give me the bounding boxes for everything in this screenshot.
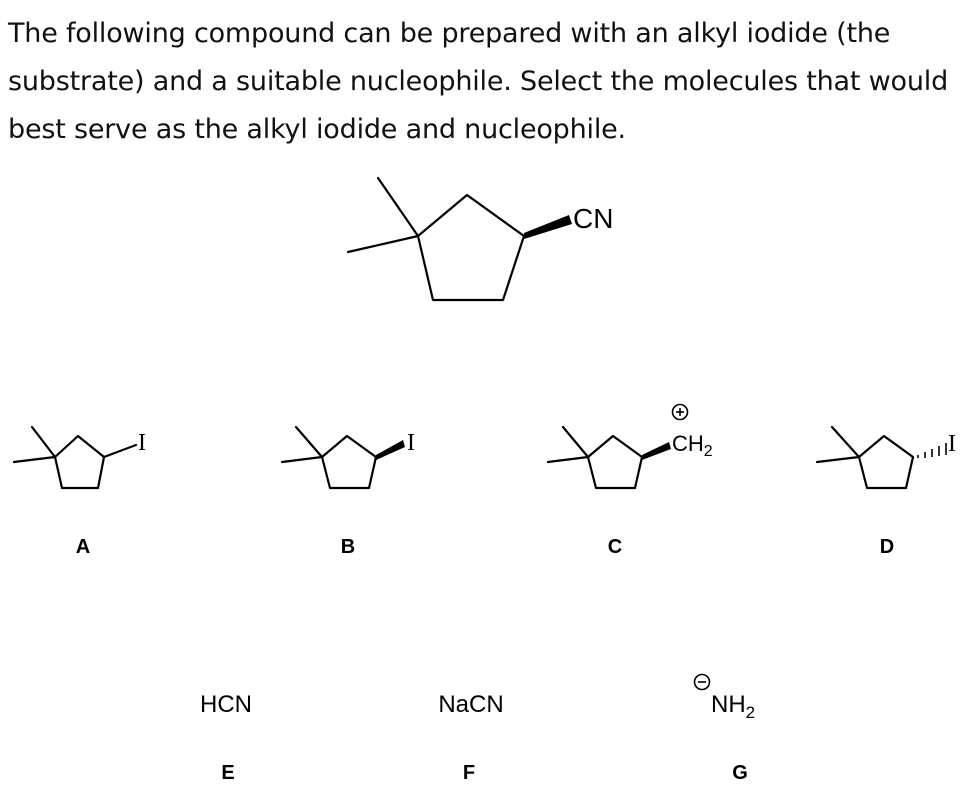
- option-g-negative-charge-icon: [693, 673, 711, 691]
- option-g-nh2-label: NH2: [711, 691, 755, 722]
- option-b-letter: B: [341, 536, 355, 558]
- target-cyclopentane-ring: [416, 193, 526, 302]
- option-e[interactable]: HCN E: [200, 691, 252, 784]
- option-a-ring: [53, 434, 106, 490]
- question-text: The following compound can be prepared w…: [8, 18, 949, 145]
- option-d-methyl-bond-1: [830, 425, 861, 459]
- option-b-iodine-label: I: [407, 430, 415, 456]
- option-e-letter: E: [221, 762, 234, 784]
- option-c-wedge-bond: [642, 442, 671, 460]
- option-f[interactable]: NaCN F: [438, 691, 503, 784]
- option-g-letter: G: [732, 762, 748, 784]
- option-a-methyl-bond-2: [12, 455, 57, 464]
- option-c-letter: C: [608, 536, 622, 558]
- option-d-letter: D: [880, 536, 894, 558]
- target-cn-label: CN: [573, 203, 613, 234]
- option-a-iodine-label: I: [138, 430, 146, 456]
- target-wedge-bond: [524, 215, 572, 239]
- option-b-methyl-bond-2: [280, 455, 324, 464]
- option-d-iodine-label: I: [948, 431, 956, 457]
- option-a-methyl-bond-1: [30, 425, 57, 459]
- option-c-positive-charge-icon: [671, 403, 689, 421]
- option-b-wedge-bond: [376, 440, 405, 460]
- option-d-methyl-bond-2: [815, 455, 861, 464]
- option-b-methyl-bond-1: [294, 425, 324, 459]
- option-c[interactable]: CH2 C: [546, 403, 713, 559]
- option-a[interactable]: I A: [12, 425, 146, 558]
- option-g[interactable]: NH2 G: [693, 673, 756, 785]
- target-molecule: CN: [346, 176, 613, 302]
- option-f-letter: F: [463, 762, 475, 784]
- option-f-formula: NaCN: [438, 691, 503, 718]
- target-methyl-bond-1: [376, 176, 420, 238]
- option-b-ring: [320, 434, 378, 490]
- option-d-hash-bond: [917, 443, 947, 458]
- option-c-ch2-label: CH2: [672, 431, 713, 460]
- option-b[interactable]: I B: [280, 425, 415, 558]
- option-a-letter: A: [76, 536, 90, 558]
- option-c-methyl-bond-1: [561, 425, 590, 459]
- option-c-ring: [586, 434, 644, 490]
- option-d[interactable]: I D: [815, 425, 956, 558]
- option-a-iodo-bond: [102, 443, 138, 459]
- target-methyl-bond-2: [346, 234, 420, 254]
- option-d-ring: [857, 434, 915, 490]
- option-e-formula: HCN: [200, 691, 252, 718]
- option-c-methyl-bond-2: [546, 455, 590, 464]
